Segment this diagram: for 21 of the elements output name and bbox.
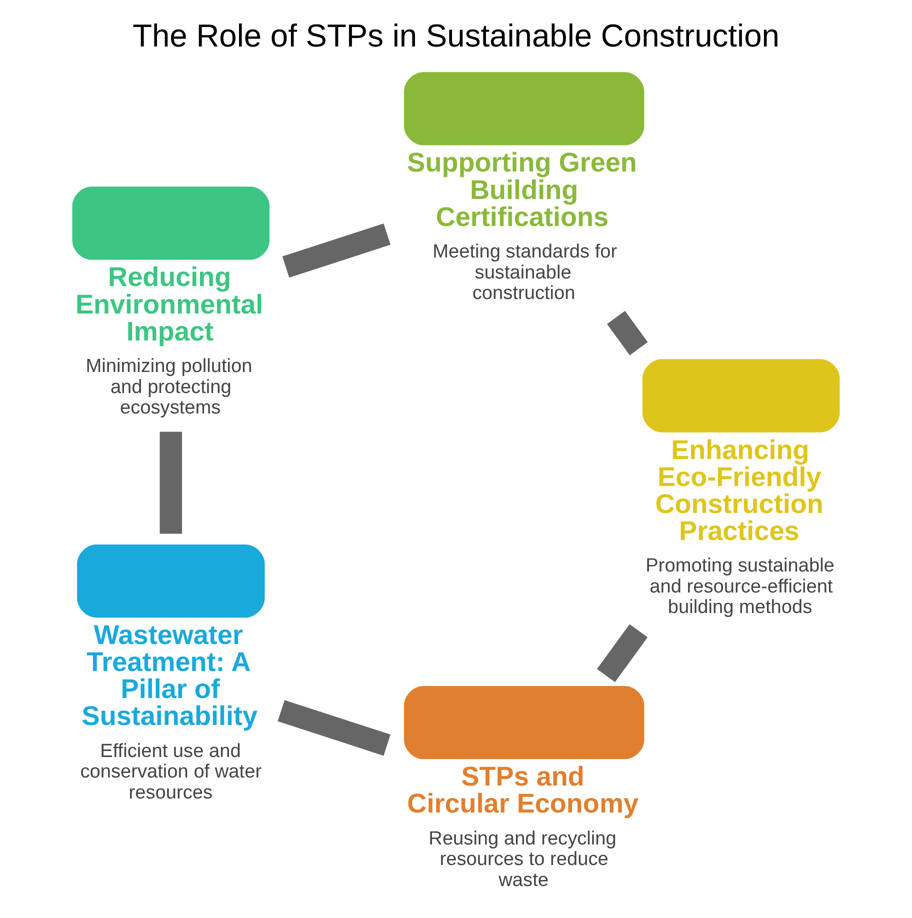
connector xyxy=(160,432,182,534)
node-label: STPs and Circular Economy xyxy=(407,762,639,819)
connector xyxy=(597,624,648,682)
node-label: Reducing Environmental Impact xyxy=(75,262,264,346)
node-label: Minimizing pollution and protecting ecosystems xyxy=(86,356,252,418)
connector xyxy=(606,310,648,356)
node-box xyxy=(72,186,270,260)
node-label: Promoting sustainable and resource-efficient building methods xyxy=(646,556,834,618)
node-label: Efficient use and conservation of water resources xyxy=(80,740,262,804)
connector xyxy=(282,224,391,278)
node-label: Reusing and recycling resources to reduce waste xyxy=(428,828,616,891)
node-label: Supporting Green Building Certifications xyxy=(407,148,637,232)
connector xyxy=(278,700,390,756)
node-box xyxy=(642,359,840,432)
node-box xyxy=(404,72,644,146)
node-box xyxy=(404,686,644,760)
node-box xyxy=(77,544,265,618)
node-label: Enhancing Eco-Friendly Construction Practices xyxy=(655,434,824,546)
node-label: Wastewater Treatment: A Pillar of Sustainability xyxy=(82,620,258,732)
node-label: Meeting standards for sustainable construction xyxy=(432,242,618,304)
diagram-title: The Role of STPs in Sustainable Construction xyxy=(132,18,780,54)
